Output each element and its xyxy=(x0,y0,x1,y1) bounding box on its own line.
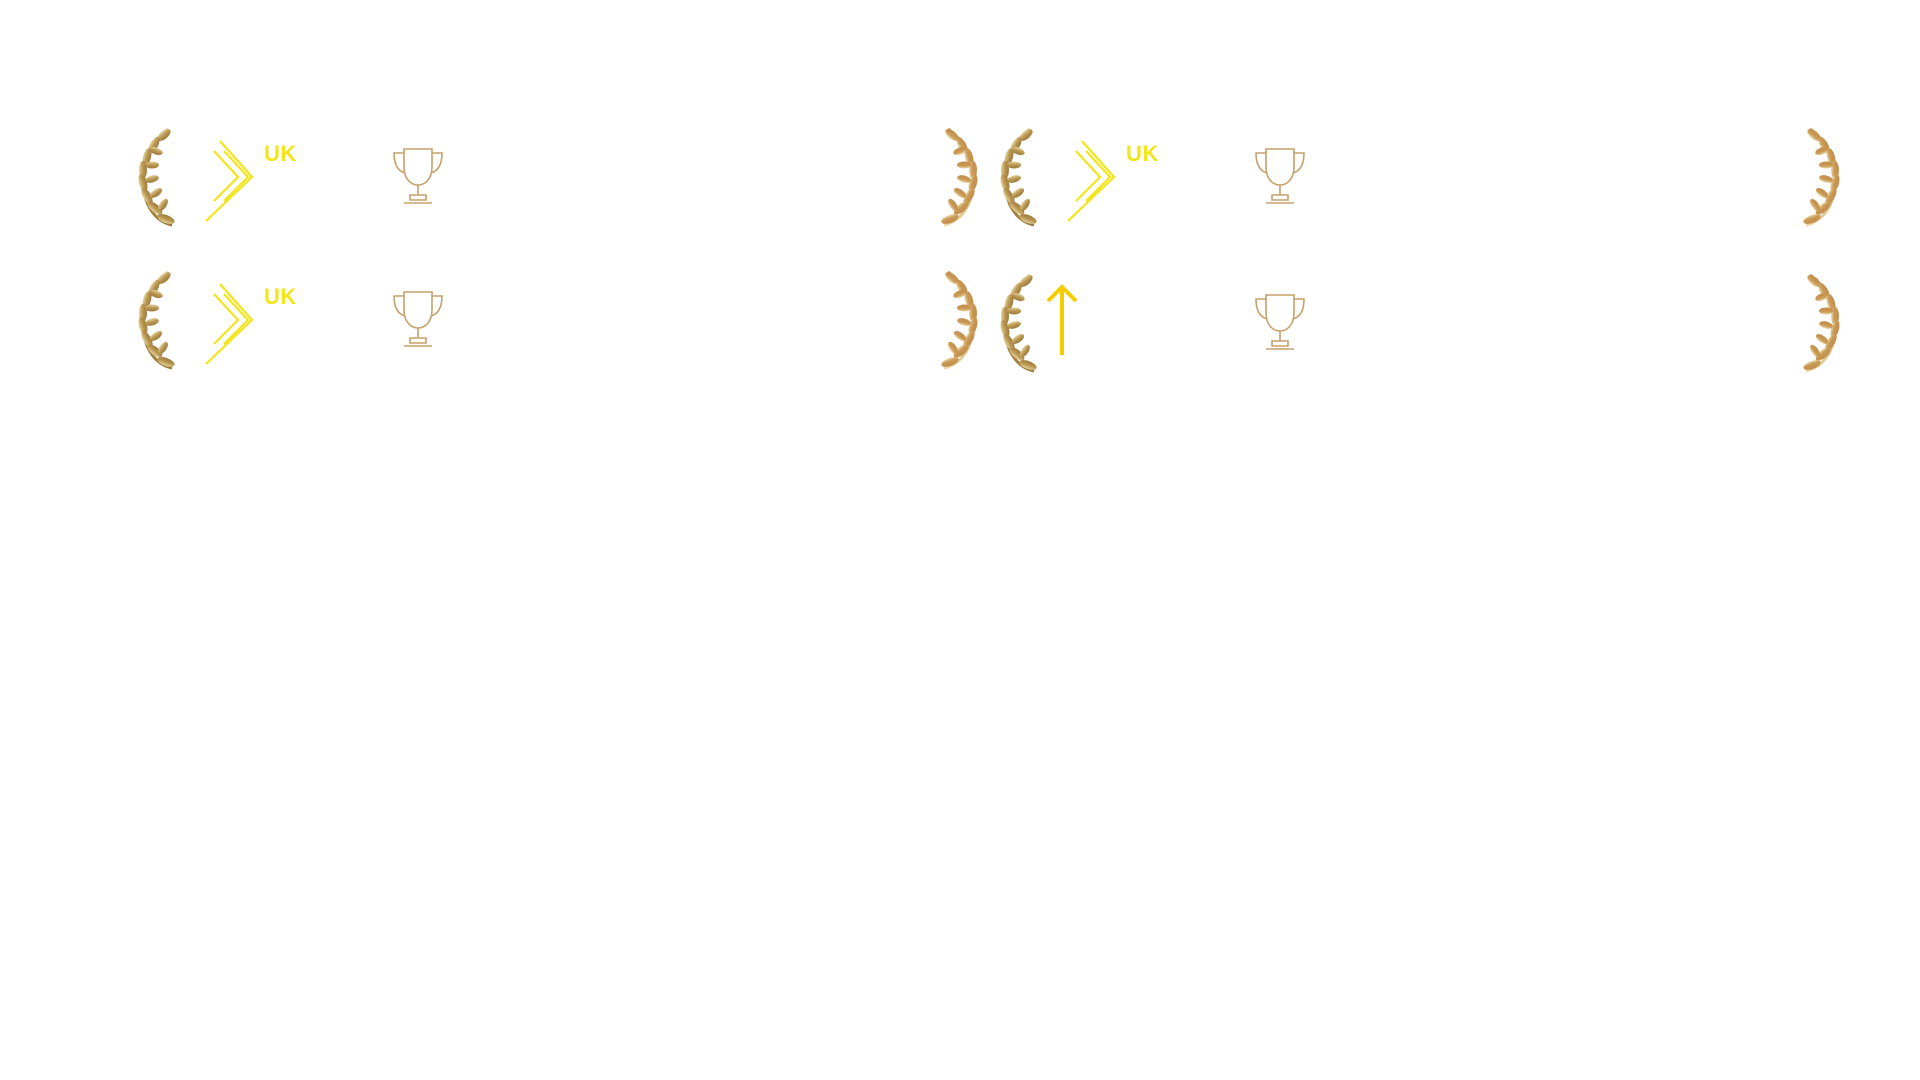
award-badge: UK xyxy=(990,125,1850,235)
laurel-left-icon xyxy=(135,268,178,371)
brand-text: UK xyxy=(264,284,297,309)
laurel-left-icon xyxy=(135,125,178,228)
laurel-left-icon xyxy=(997,125,1040,228)
laurel-right-icon xyxy=(938,125,981,228)
trophy-icon xyxy=(393,148,443,204)
laurel-right-icon xyxy=(1800,125,1843,228)
brand-text: UK xyxy=(1126,141,1159,166)
trophy-icon xyxy=(1255,148,1305,204)
up-arrow-logo-icon xyxy=(1046,284,1078,355)
laurel-right-icon xyxy=(1800,271,1843,374)
trophy-icon xyxy=(1255,294,1305,350)
award-badge: UK xyxy=(128,125,988,235)
brand-text: UK xyxy=(264,141,297,166)
award-badge: UK xyxy=(128,268,988,378)
laurel-left-icon xyxy=(997,271,1040,374)
award-badge xyxy=(990,271,1850,381)
trophy-icon xyxy=(393,291,443,347)
laurel-right-icon xyxy=(938,268,981,371)
